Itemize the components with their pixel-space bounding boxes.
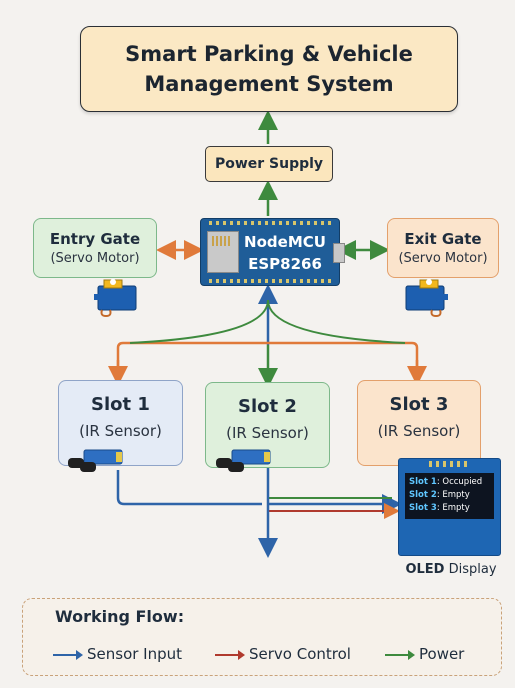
servo-branch-line xyxy=(116,341,419,372)
slot1-subtitle: (IR Sensor) xyxy=(79,422,162,440)
legend-sensor-arrow-icon xyxy=(53,649,83,660)
mcu-label: NodeMCU ESP8266 xyxy=(239,231,331,275)
entry-gate-title: Entry Gate xyxy=(49,229,141,248)
legend-servo-label: Servo Control xyxy=(249,645,351,663)
slot2-box: Slot 2 (IR Sensor) xyxy=(205,382,330,468)
legend-sensor-label: Sensor Input xyxy=(87,645,183,663)
slot2-subtitle: (IR Sensor) xyxy=(226,424,309,442)
oled-label-rest: Display xyxy=(444,562,497,577)
system-title-line1: Smart Parking & Vehicle xyxy=(125,42,413,66)
slot1-title: Slot 1 xyxy=(91,394,150,415)
oled-row-2-slot: Slot 2 xyxy=(409,490,437,500)
exit-gate-subtitle: (Servo Motor) xyxy=(398,250,488,266)
oled-row-3: Slot 3: Empty xyxy=(409,502,490,515)
oled-screen: Slot 1: Occupied Slot 2: Empty Slot 3: E… xyxy=(405,473,494,519)
usb-port-icon xyxy=(333,243,345,263)
entry-gate-box: Entry Gate (Servo Motor) xyxy=(33,218,157,278)
nodemcu-board: NodeMCU ESP8266 xyxy=(200,218,345,286)
oled-display: Slot 1: Occupied Slot 2: Empty Slot 3: E… xyxy=(398,458,501,556)
oled-row-2: Slot 2: Empty xyxy=(409,489,490,502)
esp-chip-icon xyxy=(207,231,239,273)
mcu-pins-top xyxy=(209,221,331,225)
legend-power-arrow-icon xyxy=(385,649,415,660)
mcu-pins-bottom xyxy=(209,279,331,283)
legend-sensor-input: Sensor Input xyxy=(53,645,182,663)
system-title-box: Smart Parking & Vehicle Management Syste… xyxy=(80,26,458,112)
system-title-line2: Management System xyxy=(144,72,394,96)
oled-row-1: Slot 1: Occupied xyxy=(409,476,490,489)
exit-servo-motor-icon xyxy=(405,279,448,318)
oled-row-1-slot: Slot 1 xyxy=(409,477,437,487)
entry-servo-motor-icon xyxy=(94,279,137,318)
power-supply-label: Power Supply xyxy=(214,156,324,172)
legend-power: Power xyxy=(385,645,464,663)
legend-servo-control: Servo Control xyxy=(215,645,351,663)
mcu-label-line1: NodeMCU xyxy=(244,233,326,251)
working-flow-panel: Working Flow: Sensor Input Servo Control… xyxy=(22,598,502,676)
oled-row-3-status: : Empty xyxy=(436,503,470,513)
sensor-path-slot1 xyxy=(116,470,262,506)
slot3-box: Slot 3 (IR Sensor) xyxy=(357,380,481,466)
mcu-label-line2: ESP8266 xyxy=(248,255,322,273)
slot3-title: Slot 3 xyxy=(389,394,449,415)
slot2-ir-sensor-icon xyxy=(216,449,271,472)
oled-label-bold: OLED xyxy=(405,562,445,577)
oled-row-1-status: : Occupied xyxy=(436,477,483,487)
slot1-ir-sensor-icon xyxy=(68,449,123,472)
exit-gate-title: Exit Gate xyxy=(404,229,482,248)
entry-gate-subtitle: (Servo Motor) xyxy=(50,250,140,266)
oled-display-label: OLED Display xyxy=(396,562,506,577)
power-branch-line xyxy=(129,299,406,344)
legend-servo-arrow-icon xyxy=(215,649,245,660)
legend-power-label: Power xyxy=(419,645,465,663)
working-flow-title: Working Flow: xyxy=(49,607,191,626)
power-supply-box: Power Supply xyxy=(205,146,333,182)
oled-row-2-status: : Empty xyxy=(436,490,470,500)
slot2-title: Slot 2 xyxy=(238,396,297,417)
oled-pins xyxy=(429,461,469,467)
oled-row-3-slot: Slot 3 xyxy=(409,503,437,513)
exit-gate-box: Exit Gate (Servo Motor) xyxy=(387,218,499,278)
slot3-subtitle: (IR Sensor) xyxy=(377,422,461,440)
